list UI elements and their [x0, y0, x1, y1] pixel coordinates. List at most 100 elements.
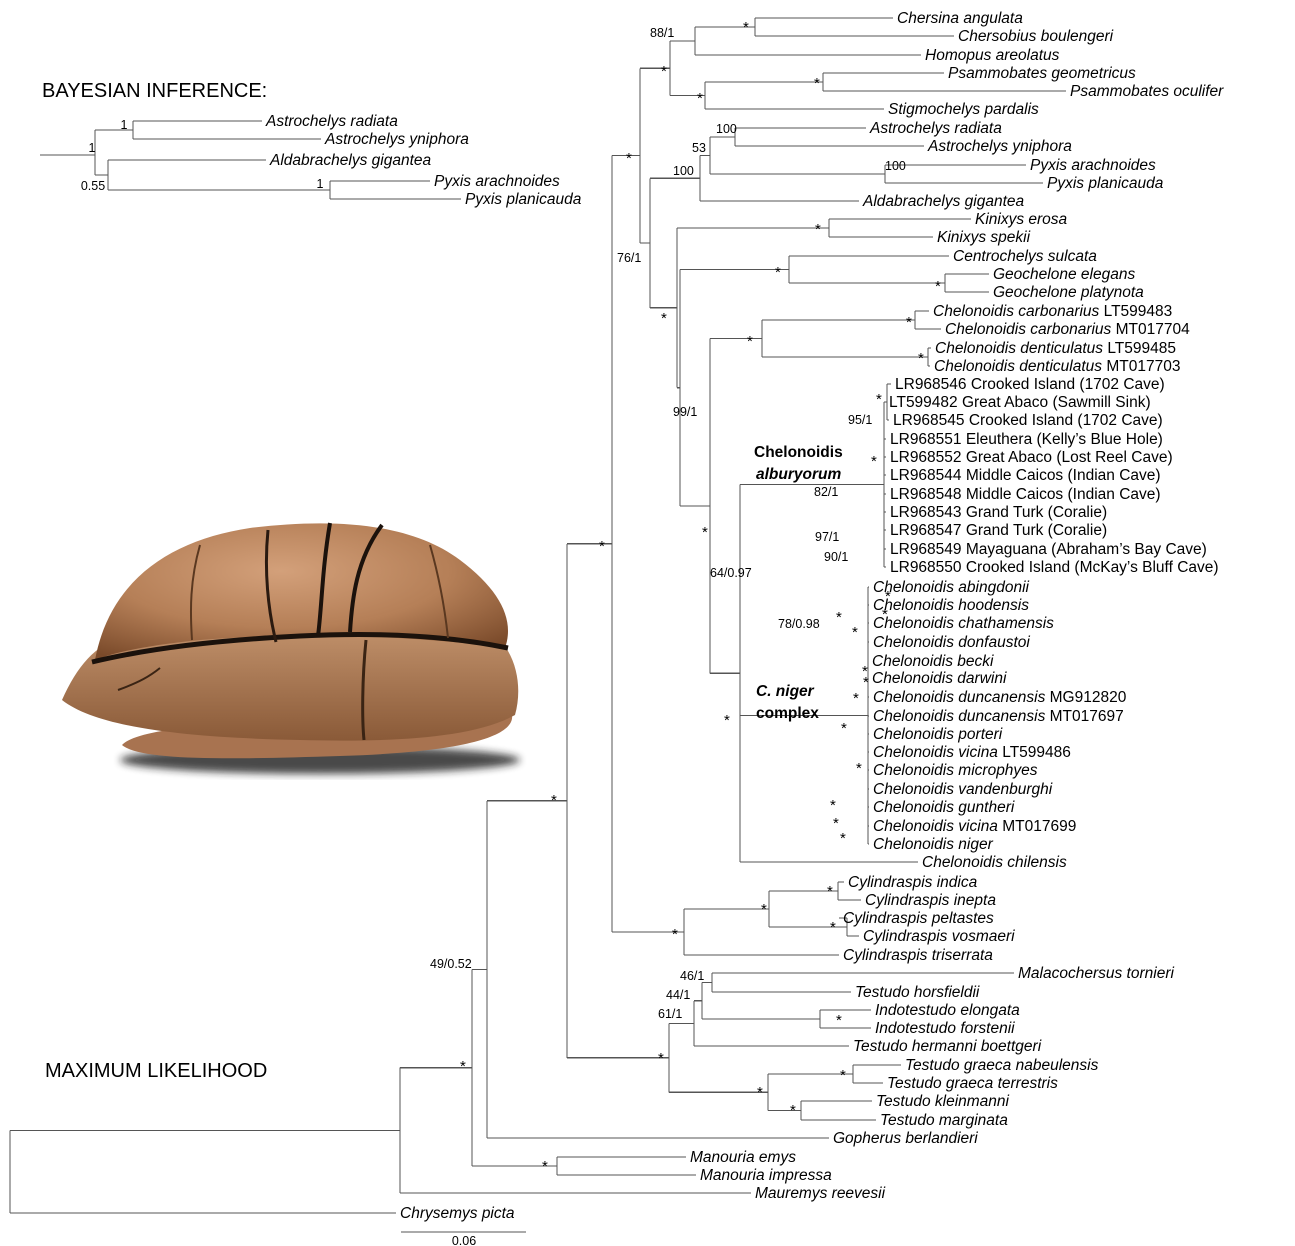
- bi-tip-label: Pyxis planicauda: [465, 191, 582, 208]
- ml-tip-label: Psammobates geometricus: [948, 65, 1136, 82]
- tip-species-name: Chelonoidis carbonarius: [945, 321, 1112, 338]
- ml-tip-label: Chelonoidis duncanensis MT017697: [873, 708, 1124, 725]
- ml-tip-label: Cylindraspis vosmaeri: [863, 928, 1015, 945]
- tip-species-name: Homopus areolatus: [925, 47, 1060, 64]
- ml-tip-label: Testudo kleinmanni: [876, 1093, 1010, 1110]
- bi-tip-label: Aldabrachelys gigantea: [269, 152, 432, 169]
- tip-species-name: Manouria impressa: [700, 1167, 832, 1184]
- ml-support-value: 76/1: [617, 251, 641, 265]
- tip-accession-suffix: LT599486: [998, 744, 1071, 761]
- tip-species-name: Chelonoidis becki: [872, 653, 994, 670]
- tip-accession-suffix: MT017699: [998, 818, 1076, 835]
- ml-tip-label: Chelonoidis abingdonii: [873, 579, 1030, 596]
- ml-tip-label: Chelonoidis carbonarius MT017704: [945, 321, 1190, 338]
- ml-tip-label: Kinixys erosa: [975, 211, 1068, 228]
- tip-species-name: Chelonoidis donfaustoi: [873, 634, 1030, 651]
- ml-tip-label: Geochelone elegans: [993, 266, 1135, 283]
- ml-tip-label: Testudo graeca nabeulensis: [905, 1057, 1099, 1074]
- tip-species-name: Pyxis arachnoides: [1030, 157, 1156, 174]
- tip-species-name: Cylindraspis triserrata: [843, 947, 993, 964]
- tip-accession-label: LR968552 Great Abaco (Lost Reel Cave): [890, 449, 1173, 466]
- tip-species-name: Psammobates geometricus: [948, 65, 1136, 82]
- bi-tip-label: Astrochelys radiata: [265, 113, 398, 130]
- tip-species-name: Chelonoidis vicina: [873, 818, 998, 835]
- tip-species-name: Chersina angulata: [897, 10, 1023, 27]
- ml-tip-label: Homopus areolatus: [925, 47, 1060, 64]
- clade-label-alburyorum-genus: Chelonoidis: [754, 444, 843, 461]
- ml-support-value: 100: [716, 122, 737, 136]
- bi-support-value: 0.55: [81, 179, 105, 193]
- ml-support-value: 88/1: [650, 26, 674, 40]
- bi-tip-label: Pyxis arachnoides: [434, 173, 560, 190]
- ml-tip-label: Kinixys spekii: [937, 229, 1031, 246]
- ml-tip-label: Chelonoidis chilensis: [922, 854, 1067, 871]
- tip-accession-label: LR968547 Grand Turk (Coralie): [890, 522, 1107, 539]
- tip-species-name: Testudo marginata: [880, 1112, 1008, 1129]
- ml-tip-label: Testudo horsfieldii: [855, 984, 980, 1001]
- ml-tip-label: Chelonoidis becki: [872, 653, 994, 670]
- tip-species-name: Chelonoidis microphyes: [873, 762, 1038, 779]
- tip-species-name: Chelonoidis chilensis: [922, 854, 1067, 871]
- tip-species-name: Malacochersus tornieri: [1018, 965, 1174, 982]
- ml-tip-label: LR968550 Crooked Island (McKay’s Bluff C…: [890, 559, 1219, 576]
- ml-tip-label: LR968552 Great Abaco (Lost Reel Cave): [890, 449, 1173, 466]
- tip-accession-label: LR968545 Crooked Island (1702 Cave): [893, 412, 1163, 429]
- ml-support-value: 53: [692, 141, 706, 155]
- ml-tip-label: Chelonoidis vicina MT017699: [873, 818, 1076, 835]
- tip-species-name: Manouria emys: [690, 1149, 796, 1166]
- ml-tip-label: Testudo hermanni boettgeri: [853, 1038, 1042, 1055]
- ml-tip-label: Indotestudo forstenii: [875, 1020, 1015, 1037]
- ml-tip-label: Chelonoidis microphyes: [873, 762, 1038, 779]
- ml-tip-label: Testudo graeca terrestris: [887, 1075, 1058, 1092]
- ml-tip-label: Chelonoidis hoodensis: [873, 597, 1029, 614]
- ml-tip-label: LR968547 Grand Turk (Coralie): [890, 522, 1107, 539]
- ml-tip-label: Indotestudo elongata: [875, 1002, 1020, 1019]
- tip-accession-label: LR968549 Mayaguana (Abraham’s Bay Cave): [890, 541, 1207, 558]
- ml-tip-label: Astrochelys radiata: [869, 120, 1002, 137]
- ml-tip-label: Chelonoidis carbonarius LT599483: [933, 303, 1172, 320]
- ml-tip-label: LR968548 Middle Caicos (Indian Cave): [890, 486, 1161, 503]
- tip-species-name: Cylindraspis indica: [848, 874, 978, 891]
- ml-support-star: *: [775, 264, 781, 281]
- ml-tip-label: Cylindraspis peltastes: [843, 910, 994, 927]
- tip-accession-label: LR968548 Middle Caicos (Indian Cave): [890, 486, 1161, 503]
- ml-support-value: 64/0.97: [710, 566, 752, 580]
- ml-tip-label: Cylindraspis indica: [848, 874, 978, 891]
- ml-support-star: *: [833, 815, 839, 832]
- ml-tip-label: Centrochelys sulcata: [953, 248, 1097, 265]
- tip-species-name: Astrochelys yniphora: [324, 131, 469, 148]
- ml-support-star: *: [697, 90, 703, 107]
- ml-support-star: *: [743, 19, 749, 36]
- ml-tip-label: Manouria emys: [690, 1149, 796, 1166]
- tip-species-name: Gopherus berlandieri: [833, 1130, 978, 1147]
- tip-accession-label: LR968550 Crooked Island (McKay’s Bluff C…: [890, 559, 1219, 576]
- bi-support-value: 1: [317, 177, 324, 191]
- ml-tip-label: LR968546 Crooked Island (1702 Cave): [895, 376, 1165, 393]
- ml-support-star: *: [460, 1058, 466, 1075]
- tip-species-name: Chelonoidis chathamensis: [873, 615, 1054, 632]
- ml-support-star: *: [702, 524, 708, 541]
- ml-support-star: *: [815, 221, 821, 238]
- tip-accession-suffix: MG912820: [1045, 689, 1126, 706]
- ml-support-star: *: [551, 792, 557, 809]
- ml-support-star: *: [757, 1084, 763, 1101]
- ml-support-star: *: [918, 350, 924, 367]
- tip-species-name: Chelonoidis carbonarius: [933, 303, 1100, 320]
- ml-tip-label: Chelonoidis donfaustoi: [873, 634, 1030, 651]
- tip-accession-label: LR968544 Middle Caicos (Indian Cave): [890, 467, 1161, 484]
- ml-tip-label: Chelonoidis vicina LT599486: [873, 744, 1071, 761]
- tip-species-name: Chersobius boulengeri: [958, 28, 1114, 45]
- ml-tip-label: Testudo marginata: [880, 1112, 1008, 1129]
- ml-support-star: *: [672, 926, 678, 943]
- tip-species-name: Cylindraspis inepta: [865, 892, 996, 909]
- ml-tip-label: Chelonoidis denticulatus MT017703: [934, 358, 1180, 375]
- ml-tip-label: Chelonoidis guntheri: [873, 799, 1015, 816]
- ml-tip-label: Chelonoidis porteri: [873, 726, 1003, 743]
- ml-support-value: 95/1: [848, 413, 872, 427]
- tip-species-name: Testudo kleinmanni: [876, 1093, 1010, 1110]
- tip-species-name: Chrysemys picta: [400, 1205, 515, 1222]
- ml-support-star: *: [599, 538, 605, 555]
- tip-accession-label: LR968546 Crooked Island (1702 Cave): [895, 376, 1165, 393]
- ml-support-star: *: [790, 1102, 796, 1119]
- tip-species-name: Centrochelys sulcata: [953, 248, 1097, 265]
